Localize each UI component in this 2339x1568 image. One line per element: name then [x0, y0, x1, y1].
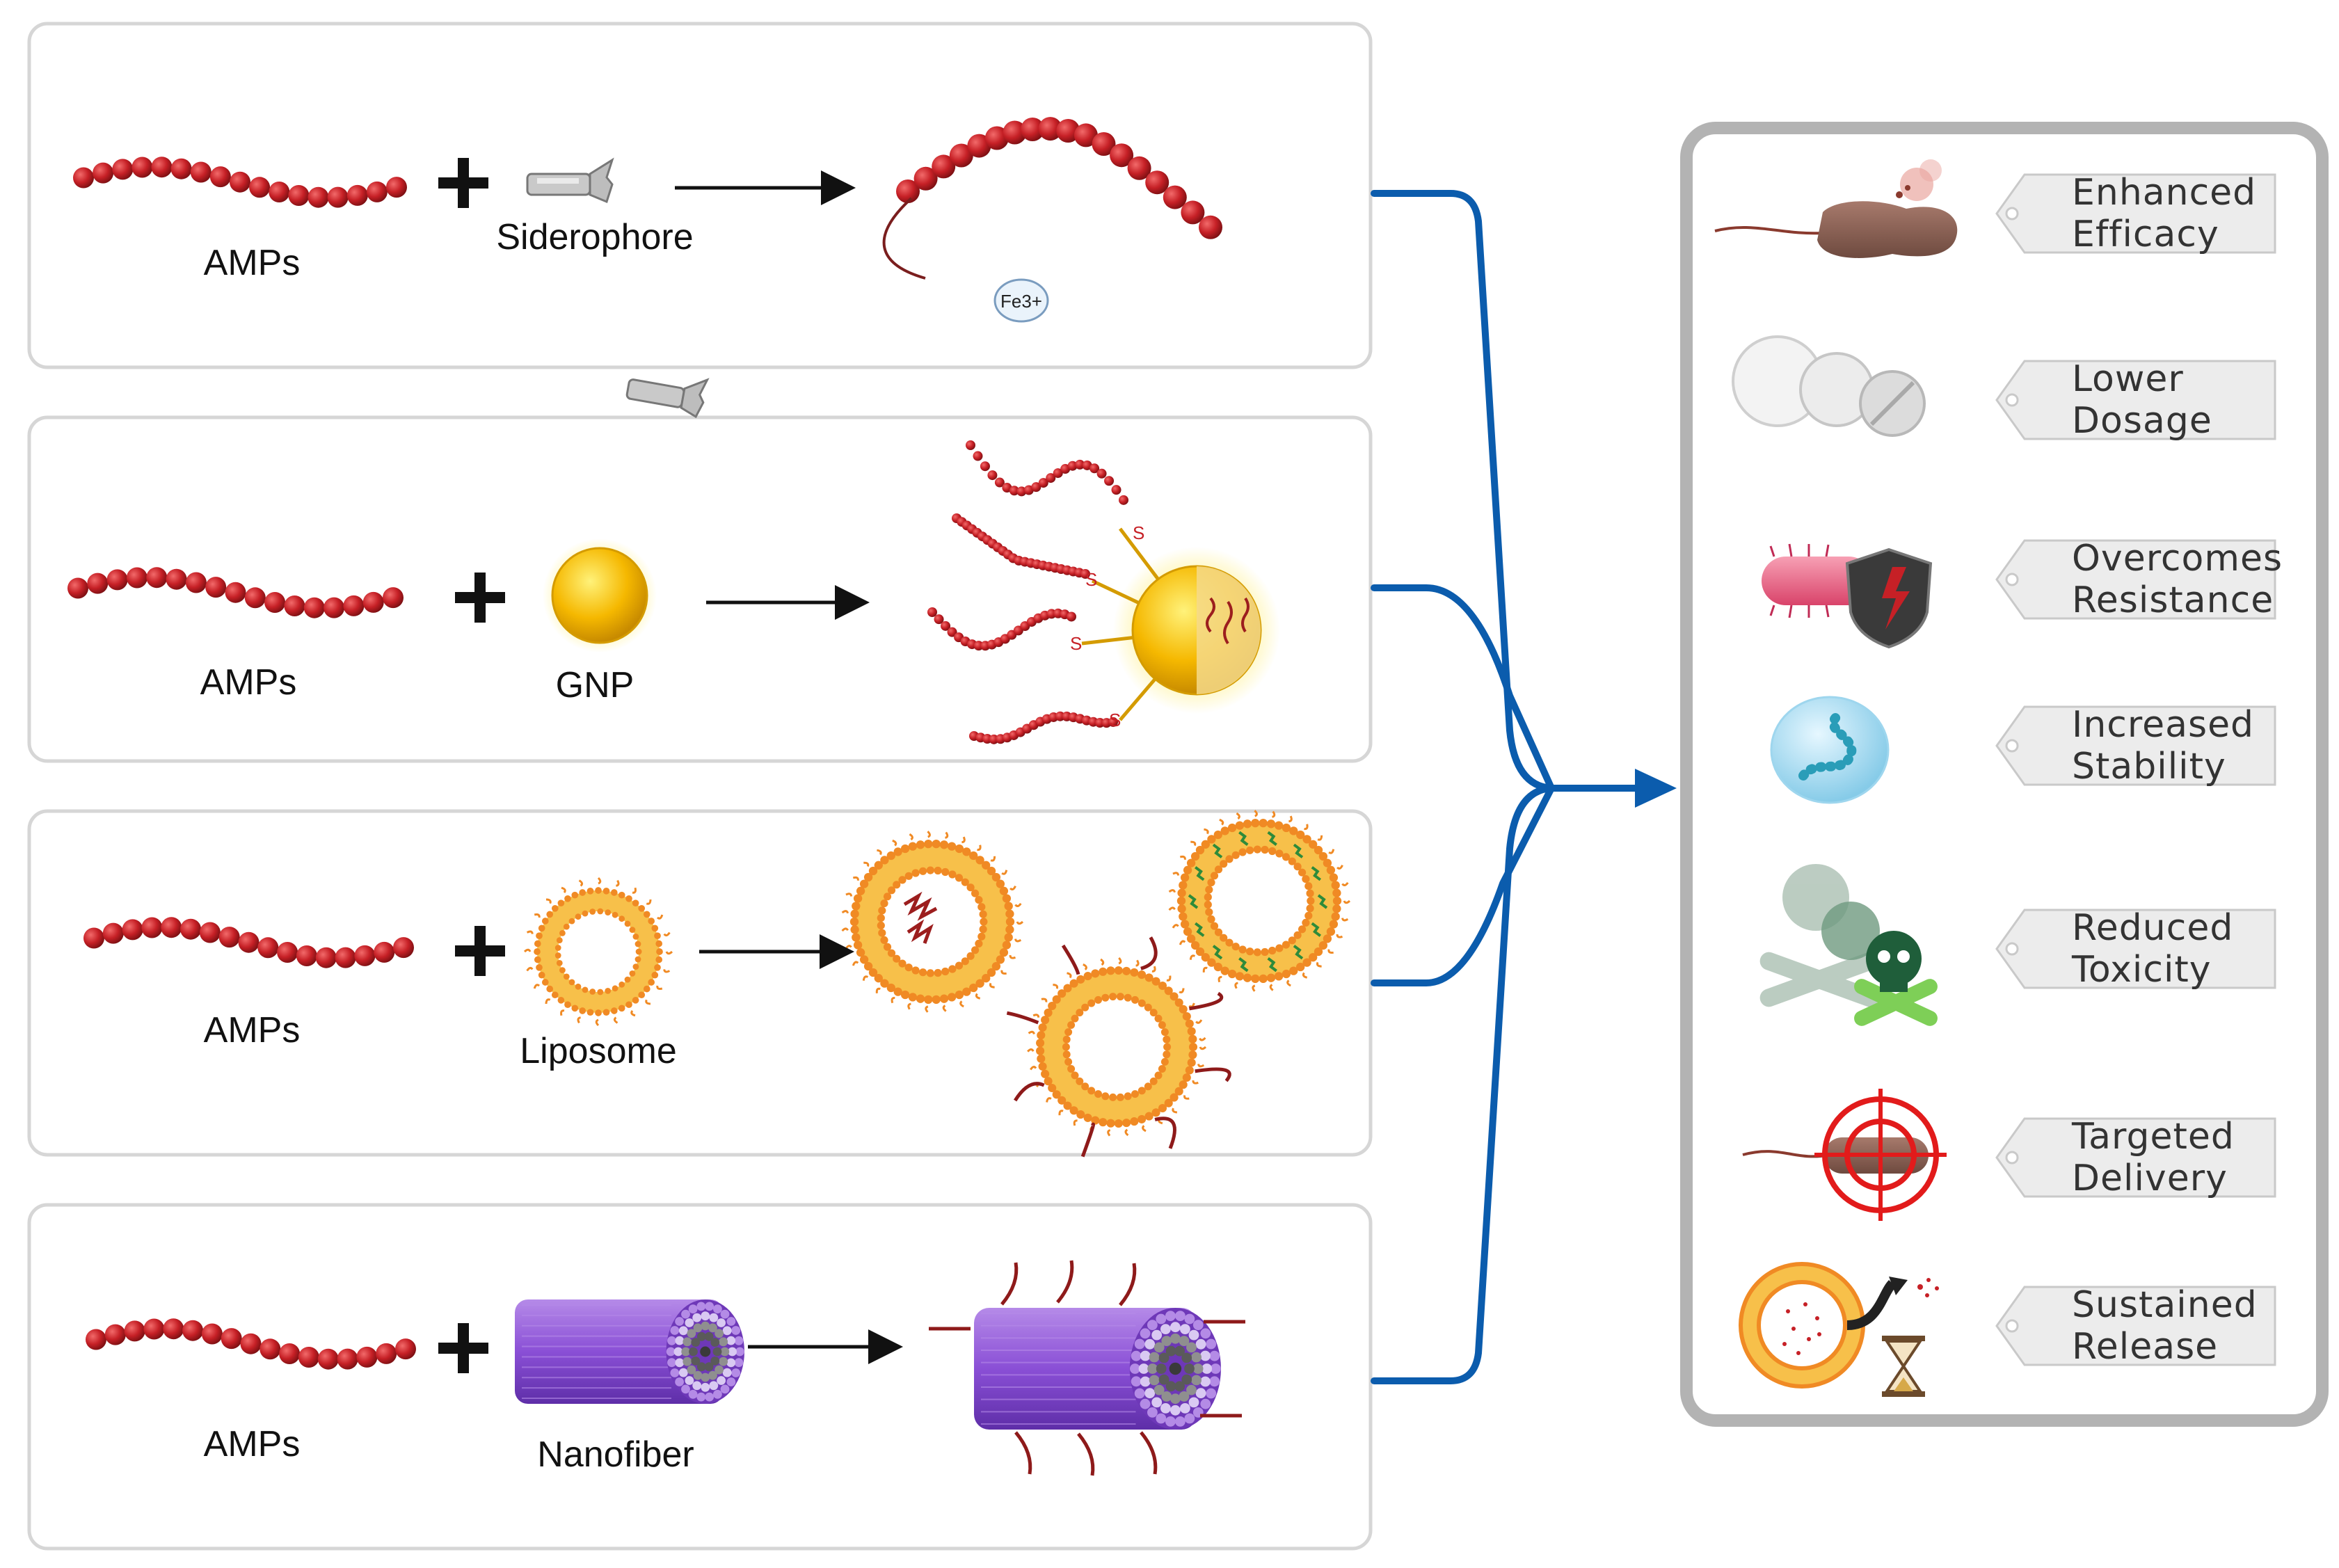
iron-ion-icon: Fe3+ [993, 278, 1049, 323]
benefit-label: Targeted Delivery [2072, 1116, 2235, 1199]
partner-label-liposome: Liposome [520, 1031, 676, 1071]
peptide-chain [67, 567, 404, 618]
encapsulated-peptide-icon [1770, 696, 1890, 804]
functionalized-gnp-icon: S S S S [1070, 522, 1280, 730]
peptide-chain [896, 117, 1222, 239]
bacterium-lysis-icon [1714, 159, 1958, 258]
partner-label-nanofiber: Nanofiber [537, 1434, 694, 1475]
crosshair-bacterium-icon [1742, 1089, 1947, 1221]
liposome-hourglass-icon [1739, 1262, 1939, 1397]
svg-text:S: S [1070, 633, 1082, 654]
peptide-label: AMPs [204, 1424, 301, 1464]
peptide-chain [966, 440, 1128, 505]
benefit-label: Reduced Toxicity [2072, 907, 2234, 991]
benefit-label: Lower Dosage [2072, 358, 2212, 442]
peptide-label: AMPs [200, 662, 297, 703]
benefit-tag [1995, 173, 2276, 254]
liposome-icon [523, 877, 673, 1027]
panel-gnp [27, 415, 1373, 763]
peptide-loaded-liposome-icon [841, 831, 1024, 1013]
peptide-label: AMPs [204, 1010, 301, 1050]
benefit-label: Enhanced Efficacy [2072, 172, 2257, 255]
svg-text:S: S [1085, 569, 1097, 590]
siderophore-tether [882, 197, 926, 280]
partner-label-siderophore: Siderophore [496, 217, 693, 257]
peptide-chain [73, 157, 407, 208]
benefit-label: Sustained Release [2072, 1284, 2258, 1368]
siderophore-icon [526, 157, 614, 204]
hourglass-icon [1882, 1336, 1925, 1397]
plus-sign [455, 926, 505, 976]
peptide-chain [86, 1318, 416, 1370]
benefit-label: Overcomes Resistance [2072, 538, 2283, 621]
plus-sign [455, 573, 505, 623]
gold-nanoparticle-icon [543, 538, 657, 653]
peptide-nanofiber-icon [929, 1260, 1245, 1476]
pills-icon [1732, 335, 1926, 437]
siderophore-icon [625, 378, 710, 419]
benefit-tag [1995, 705, 2276, 786]
surface-coated-liposome-icon [1006, 936, 1231, 1158]
convergence-connector [1371, 190, 1642, 1384]
bacterium-shield-icon [1762, 543, 1933, 649]
panel-siderophore [27, 22, 1373, 369]
peptide-chain [83, 917, 414, 968]
partner-label-gnp: GNP [556, 665, 634, 705]
svg-text:S: S [1133, 522, 1144, 543]
benefit-tag [1995, 909, 2276, 989]
skull-crossbones-icon [1759, 864, 1938, 1026]
benefit-label: Increased Stability [2072, 704, 2255, 787]
peptide-label: AMPs [204, 243, 301, 283]
plus-sign [438, 158, 488, 208]
peptide-chain [952, 513, 1090, 579]
peptide-chain [927, 607, 1076, 651]
plus-sign [438, 1323, 488, 1373]
peptide-embedded-liposome-icon [1168, 810, 1351, 992]
peptide-chain [969, 711, 1118, 744]
benefit-tag [1995, 1286, 2276, 1366]
benefit-tag [1995, 360, 2276, 440]
svg-text:Fe3+: Fe3+ [1000, 291, 1042, 312]
benefits-panel [1680, 122, 2329, 1427]
svg-text:S: S [1109, 710, 1121, 730]
nanofiber-icon [515, 1299, 744, 1404]
benefit-tag [1995, 1117, 2276, 1198]
convergence-arrowhead [1635, 769, 1677, 808]
benefit-tag [1995, 539, 2276, 620]
